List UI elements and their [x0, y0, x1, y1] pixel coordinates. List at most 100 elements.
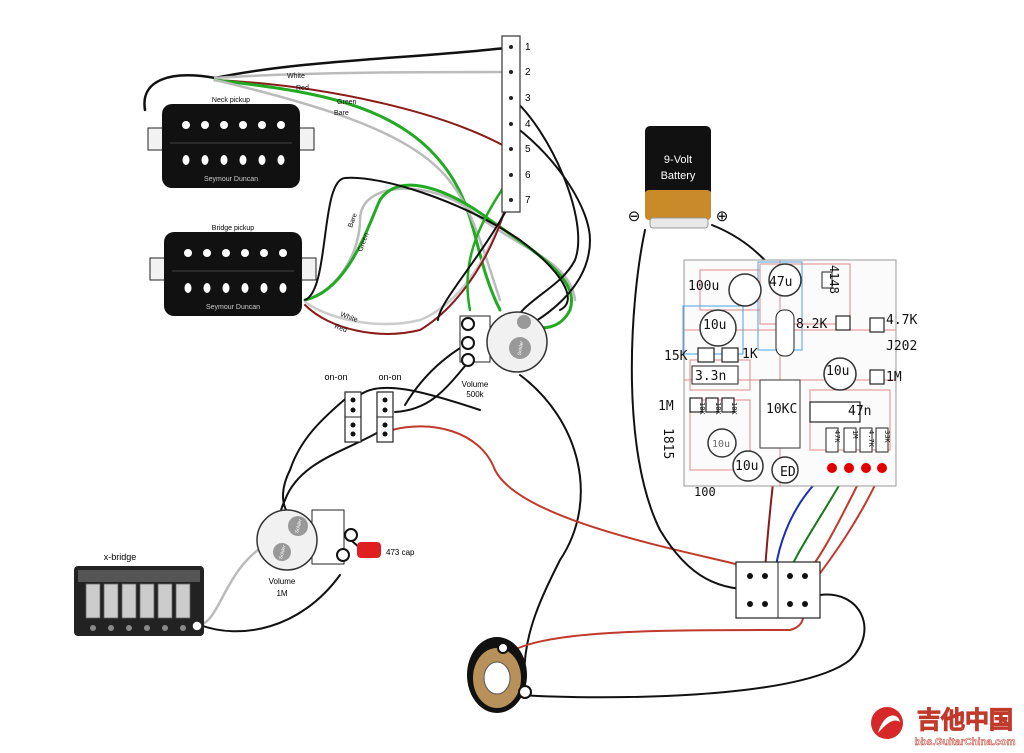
pcb-label-15k: 15K [664, 349, 688, 364]
watermark-cn: 吉他中国 [917, 707, 1013, 734]
neck-black-wire [143, 46, 507, 112]
saddles [85, 583, 191, 619]
pcb-label-47u: 47u [769, 275, 792, 290]
pcb-trim-47k: 47K [833, 430, 841, 443]
pcb-label-1815: 1815 [660, 428, 675, 459]
resistors [689, 315, 885, 423]
neck-pickup-brand: Seymour Duncan [204, 176, 258, 183]
neck-white-wire [213, 70, 510, 80]
terminal-dots [509, 45, 513, 202]
neck-red-wire [214, 79, 509, 149]
terminal-label-7: 7 [525, 195, 531, 206]
battery-line-2: Battery [661, 170, 696, 182]
pcb-label-ed: ED [780, 465, 796, 480]
neck-pickup: Neck pickup Seymour Duncan [147, 97, 315, 188]
bridge-pickup: Bridge pickup Seymour Duncan [149, 225, 317, 316]
volume-pot-1m: Solder Solder Volume 1M [256, 509, 358, 598]
volume-top-label: Volume [462, 380, 489, 389]
transistor-j202 [775, 309, 795, 357]
pot-lug-a [344, 528, 358, 542]
bridge-pickup-brand: Seymour Duncan [206, 304, 260, 311]
x-bridge-label: x-bridge [104, 552, 137, 562]
strip-to-pot-black-3 [437, 199, 513, 321]
terminal-strip: 1 2 3 4 5 6 7 [501, 35, 531, 213]
switch-left-label: on-on [324, 372, 347, 382]
volume-pot-500k: Solder Volume 500k [459, 311, 548, 399]
pcb-label-1m-right: 1M [886, 370, 902, 385]
bridge-ground-grey [198, 543, 267, 627]
bridge-green-wire [303, 183, 573, 330]
pcb-label-j202: J202 [886, 339, 917, 354]
pot-solder-label-top: Solder [517, 340, 525, 356]
pcb-label-100u: 100u [688, 279, 719, 294]
pot-lug-b [336, 548, 350, 562]
pot-solder-label-bottom-1: Solder [294, 518, 304, 534]
switch-right-label: on-on [378, 372, 401, 382]
terminal-label-2: 2 [525, 67, 531, 78]
switch-to-fx-red [391, 425, 741, 566]
pcb-small-10k-3: 10K [730, 402, 738, 415]
volume-bottom-value: 1M [276, 589, 287, 598]
volume-bottom-label: Volume [269, 577, 296, 586]
terminal-label-3: 3 [525, 93, 531, 104]
volume-top-value: 500k [466, 390, 484, 399]
pcb-label-1k: 1K [742, 347, 758, 362]
pcb-label-100: 100 [694, 485, 716, 499]
pcb-label-10kc: 10KC [766, 402, 797, 417]
bridge-bare-wire [303, 187, 577, 302]
bridge-wire-label-bare: Bare [347, 212, 359, 228]
pcb-small-10k-2: 10K [714, 402, 722, 415]
pcb-trim-33k: 33K [883, 430, 891, 443]
neck-wire-label-green: Green [337, 99, 357, 106]
toggle-switch-right: on-on [376, 372, 402, 443]
output-jack [467, 637, 532, 713]
neck-wire-label-red: Red [296, 85, 309, 92]
watermark: 吉他中国 bbs.GuitarChina.com [871, 707, 1016, 748]
bridge-white-wire [303, 203, 507, 326]
bridge-red-wire [304, 177, 513, 335]
terminal-label-5: 5 [525, 144, 531, 155]
strip-to-pot-black-1 [509, 97, 580, 331]
fx-bypass-switch [735, 561, 821, 619]
battery-9v: 9-Volt Battery ⊖ ⊕ [628, 126, 729, 229]
preamp-board: 100u 47u 4148 10u 8.2K 4.7K J202 15K 1K … [658, 259, 917, 499]
trim-pot-10kc [759, 379, 801, 449]
pcb-label-8-2k: 8.2K [796, 317, 827, 332]
neck-bare-wire [213, 78, 502, 302]
pcb-label-4148: 4148 [827, 265, 841, 294]
pcb-label-10u-b: 10u [826, 364, 849, 379]
pot-lug-2 [461, 336, 475, 350]
pcb-label-3-3n: 3.3n [695, 369, 726, 384]
bridge-pickup-label: Bridge pickup [212, 225, 255, 232]
pcb-label-47n: 47n [848, 404, 871, 419]
output-pads [827, 463, 887, 473]
pcb-trim-4-7k: 4.7K [867, 430, 875, 448]
pot-lug-3 [461, 353, 475, 367]
pot-to-jack-black [519, 374, 582, 691]
strip-to-pot-black-2 [511, 123, 592, 331]
bridge-wire-label-red: Red [333, 323, 348, 334]
pcb-label-10u-a: 10u [703, 318, 726, 333]
switch-top-black [359, 386, 481, 411]
bridge-pole-pieces [184, 249, 287, 293]
cap-label: 473 cap [386, 548, 415, 557]
jack-black-wire [519, 593, 866, 699]
pcb-label-10u-d: 10u [712, 439, 730, 450]
pcb-label-10u-c: 10u [735, 459, 758, 474]
electrolytic-caps [699, 263, 857, 484]
battery-minus-icon: ⊖ [628, 208, 641, 225]
guitar-logo-icon [871, 707, 903, 739]
neck-pole-pieces [182, 121, 285, 165]
x-bridge: x-bridge [74, 552, 204, 636]
pcb-label-1m-left: 1M [658, 399, 674, 414]
pot-lug-1 [461, 317, 475, 331]
battery-plus-icon: ⊕ [716, 208, 729, 225]
bridge-wire-label-white: White [339, 311, 358, 324]
toggle-switch-left: on-on [324, 372, 362, 443]
film-cap-3-3n [691, 365, 739, 385]
battery-neg-wire [630, 229, 761, 591]
pot-to-switch-black-1 [404, 344, 466, 406]
trim-resistors [825, 427, 889, 453]
neck-wire-label-white: White [287, 73, 305, 80]
